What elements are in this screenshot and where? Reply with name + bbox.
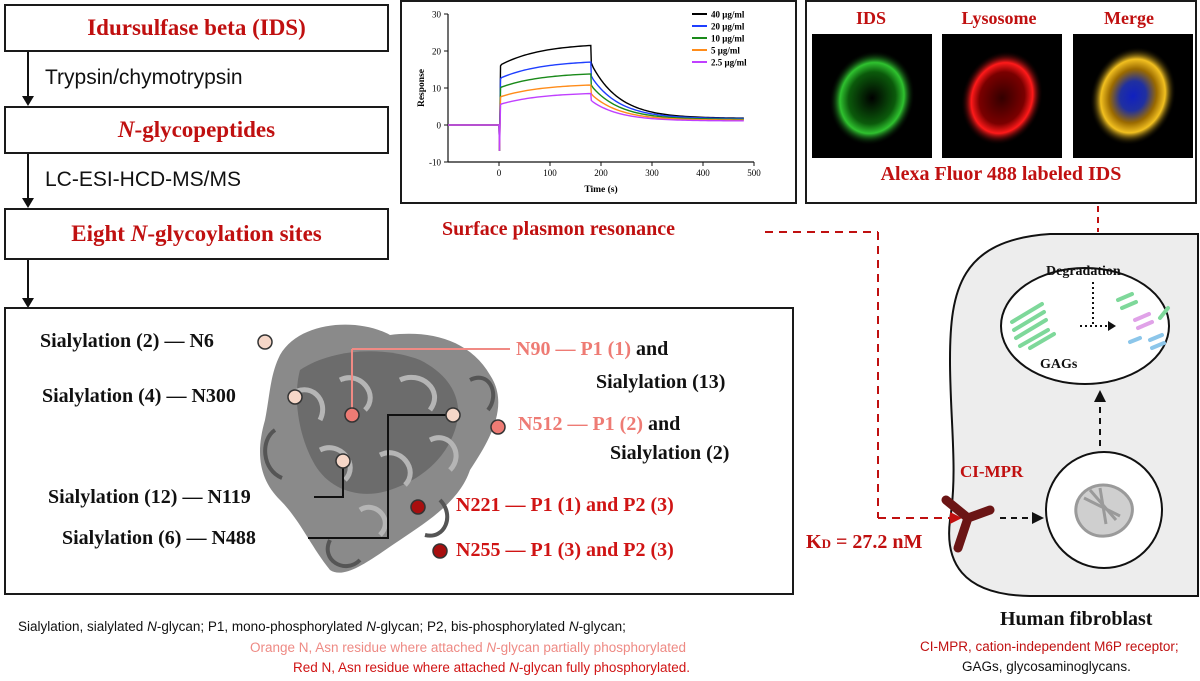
site-n300-label: Sialylation (4) — N300 (42, 385, 236, 407)
sites-n-italic: N (130, 221, 148, 246)
microscopy-caption: Alexa Fluor 488 labeled IDS (880, 163, 1122, 185)
site-n488-label: Sialylation (6) — N488 (62, 527, 256, 549)
workflow-step-ids: Idursulfase beta (IDS) (4, 4, 389, 52)
workflow-step-sites: Eight N-glycoylation sites (4, 208, 389, 260)
endosome-entry-arrowhead (1032, 512, 1044, 524)
site-n90-sialylation: Sialylation (13) (596, 371, 726, 393)
receptor-label: CI-MPR (960, 462, 1024, 481)
site-n512-sialylation: Sialylation (2) (610, 442, 730, 464)
gags-cluster (1010, 302, 1056, 350)
legend-label: 10 μg/ml (711, 34, 745, 44)
site-n512-and: and (642, 413, 681, 435)
site-n221-label: N221 — P1 (1) and P2 (3) (456, 494, 674, 516)
spr-chart-panel (400, 0, 797, 204)
glyco-suffix: -glycopeptides (134, 117, 276, 142)
sites-prefix: Eight (71, 221, 131, 246)
site-n512-phospho: N512 — P1 (2) (518, 413, 643, 435)
microscopy-ids-image (812, 34, 932, 158)
protein-ribbon (260, 324, 499, 573)
flow-arrow-1 (22, 52, 34, 106)
flow-arrow-3 (22, 260, 34, 308)
degradation-arrowhead (1108, 321, 1116, 331)
fibroblast-title: Human fibroblast (1000, 608, 1153, 630)
site-n488-marker (445, 407, 461, 423)
microscopy-images (812, 34, 1193, 158)
legend-label: 2.5 μg/ml (711, 58, 747, 68)
x-tick-label: 100 (543, 168, 557, 178)
x-tick-label: 300 (645, 168, 659, 178)
x-tick-label: 200 (594, 168, 608, 178)
legend-line-1: Sialylation, sialylated N-glycan; P1, mo… (18, 619, 626, 634)
gags-label: GAGs (1040, 357, 1078, 372)
site-n90-marker (344, 407, 360, 423)
workflow-method-digest: Trypsin/chymotrypsin (45, 66, 243, 89)
x-tick-label: 0 (497, 168, 502, 178)
legend-label: 40 μg/ml (711, 10, 745, 20)
spr-label: Surface plasmon resonance (442, 218, 675, 240)
x-tick-label: 500 (747, 168, 761, 178)
site-n221-marker (410, 499, 426, 515)
protein-structure (257, 324, 510, 573)
degradation-label: Degradation (1046, 264, 1121, 279)
site-n119-marker (335, 453, 351, 469)
series-line (448, 92, 744, 151)
series-line (448, 73, 744, 151)
series-line (448, 61, 744, 151)
y-tick-label: 10 (432, 84, 442, 94)
workflow-step-glycopeptides: N-glycopeptides (4, 106, 389, 154)
site-n90-phospho: N90 — P1 (1) (516, 338, 631, 360)
legend-label: 5 μg/ml (711, 46, 740, 56)
site-n119-label: Sialylation (12) — N119 (48, 486, 251, 508)
kd-label: KD = 27.2 nM (806, 531, 923, 553)
workflow-method-ms: LC-ESI-HCD-MS/MS (45, 168, 242, 191)
legend-line-3: Red N, Asn residue where attached N-glyc… (293, 660, 690, 675)
site-n512-marker (490, 419, 506, 435)
legend-line-2: Orange N, Asn residue where attached N-g… (250, 640, 686, 655)
y-tick-label: 20 (432, 47, 442, 57)
endosome-arrowhead (1094, 390, 1106, 402)
site-n6-label: Sialylation (2) — N6 (40, 330, 214, 352)
n119-connector (314, 461, 344, 498)
fibroblast-diagram (765, 206, 1199, 597)
site-n300-marker (287, 389, 303, 405)
microscopy-title-lysosome: Lysosome (961, 8, 1037, 28)
site-n255-label: N255 — P1 (3) and P2 (3) (456, 539, 674, 561)
workflow-step-ids-label: Idursulfase beta (IDS) (87, 15, 306, 40)
microscopy-title-ids: IDS (855, 8, 886, 28)
microscopy-title-merge: Merge (1104, 8, 1154, 28)
flow-arrow-2 (22, 154, 34, 208)
site-n90-label: N90 — P1 (1) and (516, 338, 668, 361)
site-n6-marker (257, 334, 273, 350)
legend-label: 20 μg/ml (711, 22, 745, 32)
microscopy-lysosome-image (942, 34, 1062, 158)
degraded-fragments (1116, 292, 1170, 350)
site-n512-label: N512 — P1 (2) and (518, 413, 680, 436)
n488-connector (308, 414, 453, 539)
cell-note-2: GAGs, glycosaminoglycans. (962, 659, 1131, 674)
site-n255-marker (432, 543, 448, 559)
y-tick-label: -10 (429, 158, 441, 168)
site-n90-and: and (630, 338, 669, 360)
x-tick-label: 400 (696, 168, 710, 178)
endosome-protein (1074, 483, 1134, 538)
y-tick-label: 30 (432, 10, 442, 20)
glyco-n-italic: N (117, 117, 135, 142)
y-tick-label: 0 (437, 121, 442, 131)
y-axis-label: Response (417, 69, 427, 107)
microscopy-merge-image (1073, 34, 1193, 158)
x-axis-label: Time (s) (584, 184, 617, 195)
cell-note-1: CI-MPR, cation-independent M6P receptor; (920, 639, 1179, 654)
series-line (448, 84, 744, 151)
ci-mpr-receptor (941, 495, 995, 553)
sites-suffix: -glycoylation sites (147, 221, 322, 246)
receptor-arrowhead (950, 512, 962, 524)
